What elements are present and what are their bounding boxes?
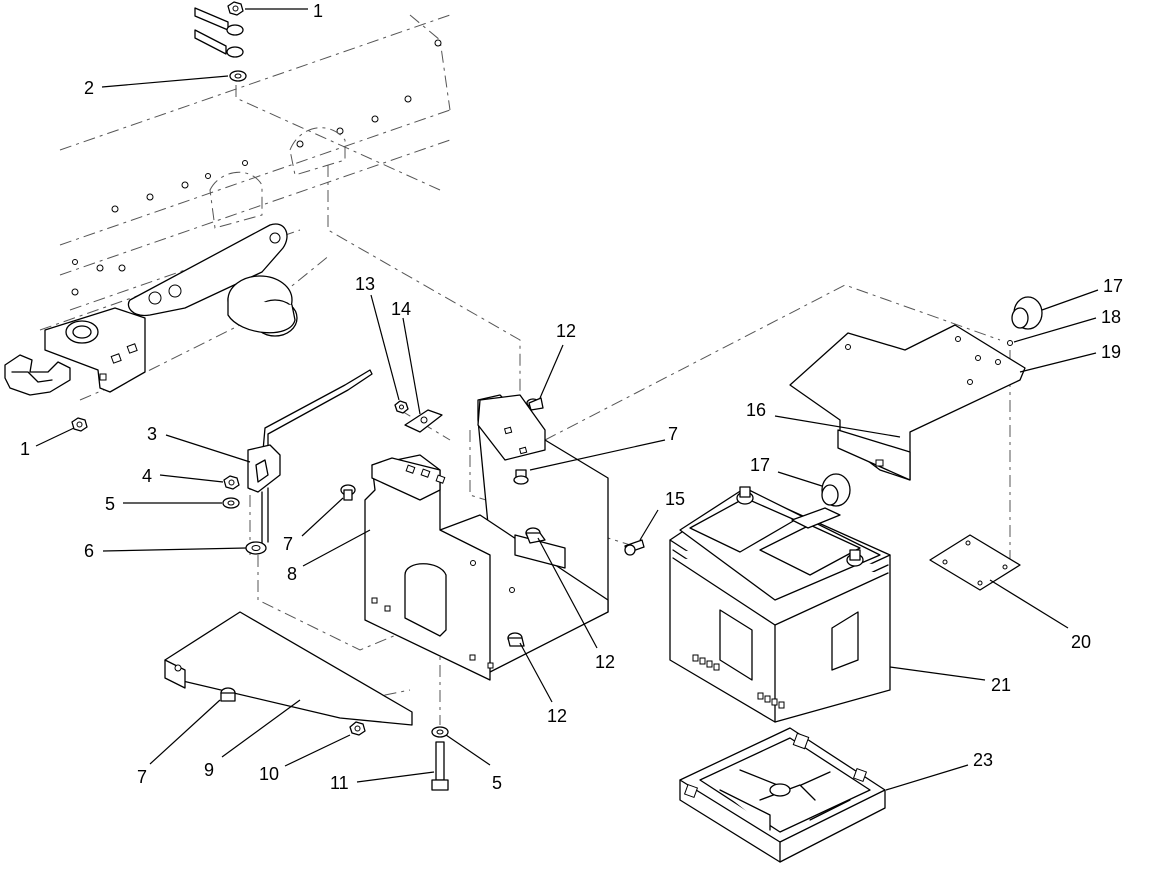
callout-17-mid: 17 [750,455,770,475]
leader-lines [35,8,1099,791]
plate-20 [929,534,1021,591]
frame-rail [39,14,451,401]
nut-10 [349,721,366,736]
callout-4: 4 [142,466,152,486]
battery-cables [194,7,244,58]
knob-17-mid [821,473,851,507]
callout-17-top: 17 [1103,276,1123,296]
callout-13: 13 [355,274,375,294]
frame-end-plate [44,307,146,393]
battery-box-8 [364,394,609,681]
lock-washer-2 [229,70,247,82]
tow-hook [4,354,71,396]
callout-20: 20 [1071,632,1091,652]
pin-18 [1007,340,1013,346]
washer-5-left [222,497,240,509]
callout-18: 18 [1101,307,1121,327]
screw-7-bottom [220,687,236,702]
callout-14: 14 [391,299,411,319]
latch-rod-3 [247,369,373,546]
callout-1-left: 1 [20,439,30,459]
screw-7-right [513,469,529,485]
bolt-11 [431,741,449,791]
callout-15: 15 [665,489,685,509]
callout-19: 19 [1101,342,1121,362]
washer-6 [245,541,267,555]
screw-12-mid [525,527,546,544]
callout-labels: 1 2 1 3 4 5 6 7 8 13 14 12 7 15 12 12 7 … [20,1,1123,793]
callout-3: 3 [147,424,157,444]
screw-7-mid [340,484,356,501]
screw-12-bottom [507,632,525,647]
callout-9: 9 [204,760,214,780]
pivot-bracket [127,223,298,337]
callout-6: 6 [84,541,94,561]
callout-11: 11 [330,773,349,793]
callout-8: 8 [287,564,297,584]
bolt-15 [624,539,645,556]
clip-14 [404,409,443,433]
battery-21 [669,486,891,723]
callout-16: 16 [746,400,766,420]
nut-1-top [227,1,244,16]
brace-9 [164,611,413,726]
nut-13 [394,400,409,414]
callout-7-bottom: 7 [137,767,147,787]
callout-7-right: 7 [668,424,678,444]
callout-7-mid: 7 [283,534,293,554]
callout-2: 2 [84,78,94,98]
callout-5-bottom: 5 [492,773,502,793]
knob-17-top [1011,296,1043,330]
battery-tray-23 [679,727,886,863]
callout-12-bottom: 12 [547,706,567,726]
callout-10: 10 [259,764,279,784]
washer-5-bottom [431,726,449,738]
callout-12-mid: 12 [595,652,615,672]
callout-23: 23 [973,750,993,770]
callout-21: 21 [991,675,1011,695]
battery-cover-19 [789,324,1026,481]
nut-4 [223,475,240,490]
screw-12-top [526,397,544,411]
nut-1-lower [71,417,88,432]
callout-1-top: 1 [313,1,323,21]
callout-5-left: 5 [105,494,115,514]
callout-12-top: 12 [556,321,576,341]
